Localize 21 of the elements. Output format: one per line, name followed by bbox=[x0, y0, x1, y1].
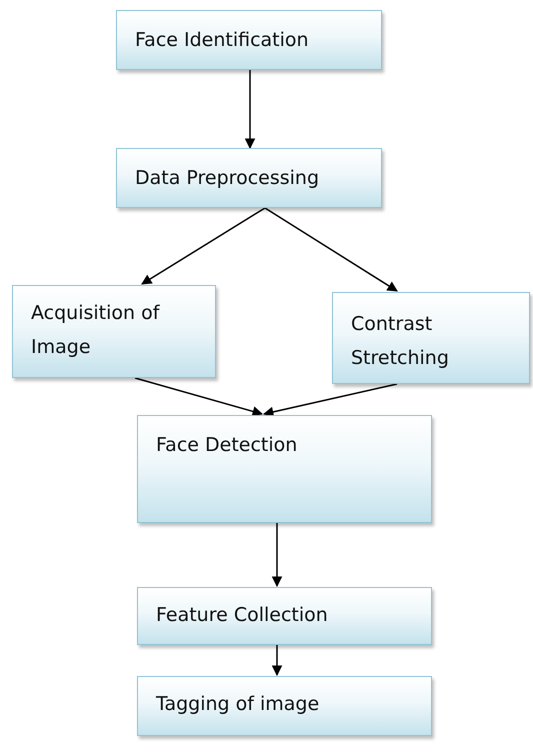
box-label: Acquisition of Image bbox=[31, 301, 161, 360]
box-label: Face Identification bbox=[135, 28, 310, 53]
arrow bbox=[272, 523, 282, 588]
process-box bbox=[137, 587, 432, 645]
box-label: Feature Collection bbox=[156, 603, 329, 628]
process-box bbox=[332, 292, 530, 384]
process-box bbox=[137, 415, 432, 523]
box-label: Face Detection bbox=[156, 433, 298, 458]
process-box bbox=[12, 285, 216, 378]
box-label: Contrast Stretching bbox=[351, 312, 450, 371]
process-box bbox=[116, 10, 382, 70]
arrow bbox=[141, 207, 266, 285]
process-box bbox=[137, 676, 432, 736]
arrow bbox=[244, 70, 256, 150]
arrow bbox=[264, 207, 398, 292]
box-label: Tagging of image bbox=[156, 692, 320, 717]
arrow bbox=[262, 383, 398, 418]
arrow bbox=[272, 645, 282, 676]
arrow bbox=[134, 377, 263, 416]
process-box bbox=[116, 148, 382, 208]
box-label: Data Preprocessing bbox=[135, 166, 320, 191]
